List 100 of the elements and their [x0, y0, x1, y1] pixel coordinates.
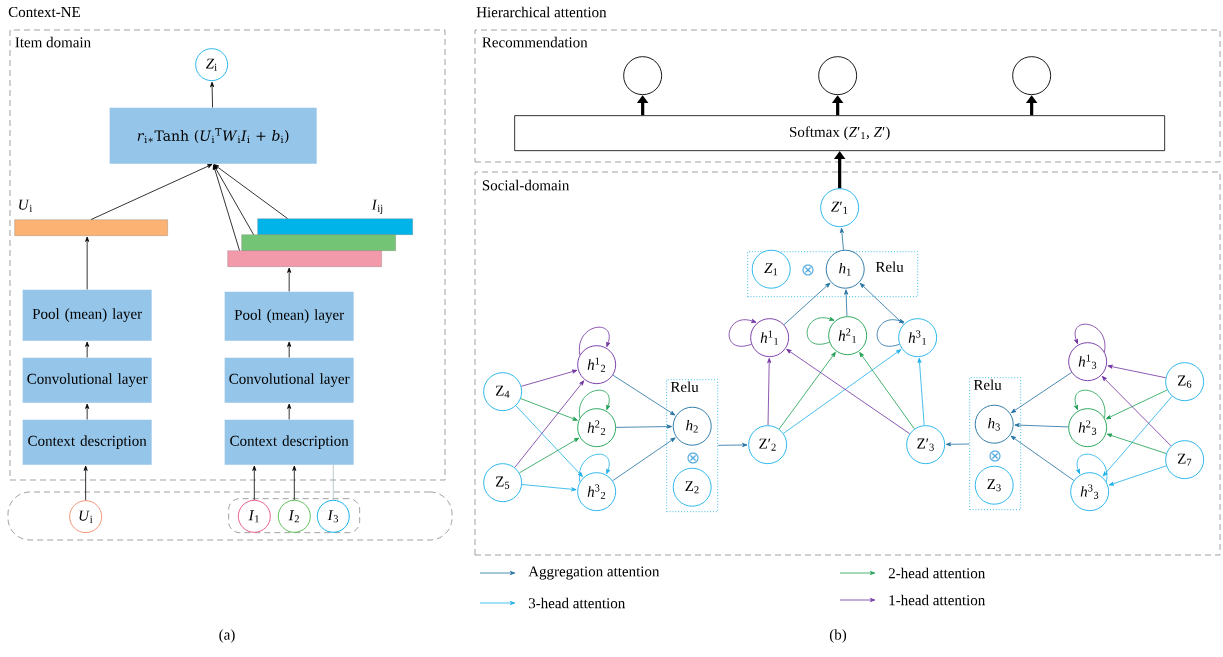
panel-title: Hierarchical attention [476, 6, 607, 18]
circle-node: h$^{1}$2 [577, 345, 617, 385]
arrow [578, 389, 611, 419]
layer-box: Context description [224, 419, 354, 465]
vector-bar: U$_{i}$ [14, 199, 168, 236]
arrow [287, 267, 292, 292]
arrow [287, 341, 292, 358]
layer-box: Pool (mean) layer [22, 289, 152, 341]
arrow [213, 164, 254, 235]
arrow [728, 318, 757, 347]
arrow [876, 318, 905, 347]
arrow [85, 236, 90, 290]
layer-box: Context description [22, 419, 152, 465]
circle-node: Z′$_{1}$ [820, 188, 860, 228]
circle-node: Z$_{3}$ [974, 465, 1014, 505]
legend-label: 1-head attention [889, 594, 986, 606]
arrow [90, 163, 213, 220]
legend-label: Aggregation attention [528, 566, 660, 580]
arrow [1010, 372, 1072, 414]
node-label: I$_{ij}$ [371, 199, 383, 214]
arrow [612, 437, 676, 482]
circle-node: h$^{2}$3 [1068, 408, 1108, 448]
circle-node: Z′$_{3}$ [906, 425, 946, 465]
circle-node: h$^{1}$3 [1068, 342, 1108, 382]
subfigure-label: (a) [219, 629, 235, 643]
arrow [212, 164, 240, 251]
layer-box: Convolutional layer [22, 357, 152, 403]
arrow [612, 374, 676, 416]
arrow [210, 81, 215, 108]
vector-bar [241, 234, 396, 251]
arrow [578, 326, 611, 356]
arrow [292, 465, 297, 501]
arrow [520, 398, 578, 421]
arrow [1101, 375, 1172, 447]
arrow [839, 227, 844, 251]
dashed-group-outline [7, 491, 453, 541]
circle-node: Z$_{i}$ [195, 48, 229, 82]
legend-label: 2-head attention [888, 567, 986, 579]
circle-node: h$^{2}$1 [828, 316, 868, 356]
legend-label: 3-head attention [528, 597, 626, 609]
layer-box: Convolutional layer [224, 357, 354, 403]
arrow [519, 437, 580, 474]
arrow [1106, 433, 1167, 454]
arrow [615, 424, 672, 429]
circle-node: h$^{2}$2 [577, 408, 617, 448]
arrow [717, 443, 748, 447]
circle-node: h$^{3}$2 [577, 472, 617, 512]
circle-node: I$_{1}$ [237, 499, 271, 533]
connector-line [332, 464, 334, 501]
output-circle [1012, 56, 1052, 96]
circle-node: h$^{3}$1 [898, 318, 938, 358]
arrow [844, 289, 849, 317]
vector-bar [227, 250, 382, 267]
arrow [578, 453, 611, 483]
arrow [1108, 465, 1167, 486]
circle-node: h$^{3}$3 [1070, 472, 1110, 512]
arrow [1107, 364, 1166, 379]
arrow [85, 341, 90, 358]
circle-node: Z$_{6}$ [1165, 362, 1205, 402]
arrow [83, 465, 88, 501]
subfigure-label: (b) [829, 629, 847, 643]
arrow [1102, 396, 1173, 477]
arrow [1105, 389, 1168, 420]
otimes-symbol: ⊗ [687, 452, 699, 464]
arrow [1074, 389, 1106, 419]
arrow [783, 282, 831, 325]
node-label: U$_{i}$ [19, 199, 33, 212]
circle-node: Z′$_{2}$ [748, 425, 788, 465]
circle-node: h$_{3}$ [974, 404, 1014, 444]
otimes-symbol: ⊗ [802, 264, 814, 276]
arrow [1014, 423, 1069, 428]
otimes-symbol: ⊗ [989, 450, 1001, 462]
output-circle [818, 56, 858, 96]
circle-node: I$_{2}$ [277, 499, 311, 533]
arrow [859, 352, 915, 430]
circle-node: I$_{3}$ [316, 499, 350, 533]
arrow [514, 380, 585, 468]
circle-node: U$_{i}$ [69, 500, 103, 534]
circle-node: Z$_{1}$ [751, 249, 791, 289]
circle-node: h$_{1}$ [825, 249, 865, 289]
panel-title: Context-NE [8, 6, 80, 18]
arrow [213, 164, 288, 219]
arrow [859, 283, 904, 325]
circle-node: h$^{1}$1 [750, 318, 790, 358]
vector-bar: I$_{ij}$ [257, 199, 413, 235]
layer-box: Pool (mean) layer [224, 291, 354, 341]
arrow [917, 357, 925, 426]
circle-node: h$_{2}$ [672, 406, 712, 446]
arrow [1010, 435, 1075, 481]
layer-box: r$_{i∗}$Tanh (U$_{i}$$^{T}$W$_{i}$I$_{i}$ + b$_{i}$) [109, 107, 317, 164]
arrow [85, 403, 90, 420]
circle-node: Z$_{5}$ [483, 463, 523, 503]
arrow [945, 442, 970, 447]
arrow [1074, 323, 1106, 353]
arrow [767, 357, 772, 426]
arrow [520, 369, 578, 387]
arrow [515, 405, 583, 477]
arrow [1076, 453, 1108, 483]
dashed-group-outline [228, 498, 360, 533]
softmax-box: Softmax (Z′$_{1}$, Z′) [514, 115, 1166, 152]
